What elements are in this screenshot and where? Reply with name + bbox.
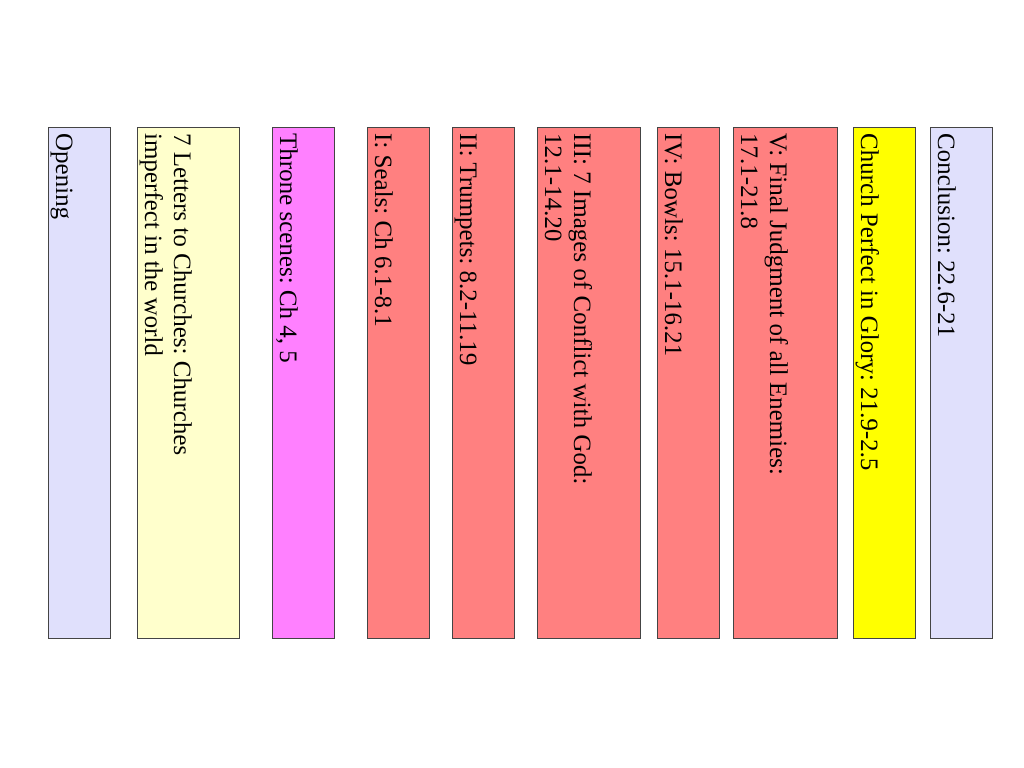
column-bowls: IV: Bowls: 15.1-16.21 xyxy=(657,127,720,639)
column-seals-label: I: Seals: Ch 6.1-8.1 xyxy=(369,133,396,327)
column-throne-label: Throne scenes: Ch 4, 5 xyxy=(274,133,301,363)
column-conclusion-label: Conclusion: 22.6-21 xyxy=(932,133,959,338)
column-glory-label: Church Perfect in Glory: 21.9-2.5 xyxy=(855,133,882,471)
column-seals: I: Seals: Ch 6.1-8.1 xyxy=(367,127,430,639)
column-throne: Throne scenes: Ch 4, 5 xyxy=(272,127,335,639)
column-judgment: V: Final Judgment of all Enemies: 17.1-2… xyxy=(733,127,838,639)
column-opening: Opening xyxy=(48,127,111,639)
column-letters: 7 Letters to Churches: Churches imperfec… xyxy=(137,127,240,639)
column-bowls-label: IV: Bowls: 15.1-16.21 xyxy=(659,133,686,357)
column-letters-label: 7 Letters to Churches: Churches imperfec… xyxy=(139,133,195,456)
column-trumpets-label: II: Trumpets: 8.2-11.19 xyxy=(454,133,481,366)
column-opening-label: Opening xyxy=(50,133,77,220)
column-images: III: 7 Images of Conflict with God: 12.1… xyxy=(537,127,641,639)
column-trumpets: II: Trumpets: 8.2-11.19 xyxy=(452,127,515,639)
column-images-label: III: 7 Images of Conflict with God: 12.1… xyxy=(539,133,595,485)
column-glory: Church Perfect in Glory: 21.9-2.5 xyxy=(853,127,916,639)
column-conclusion: Conclusion: 22.6-21 xyxy=(930,127,993,639)
column-judgment-label: V: Final Judgment of all Enemies: 17.1-2… xyxy=(735,133,791,475)
